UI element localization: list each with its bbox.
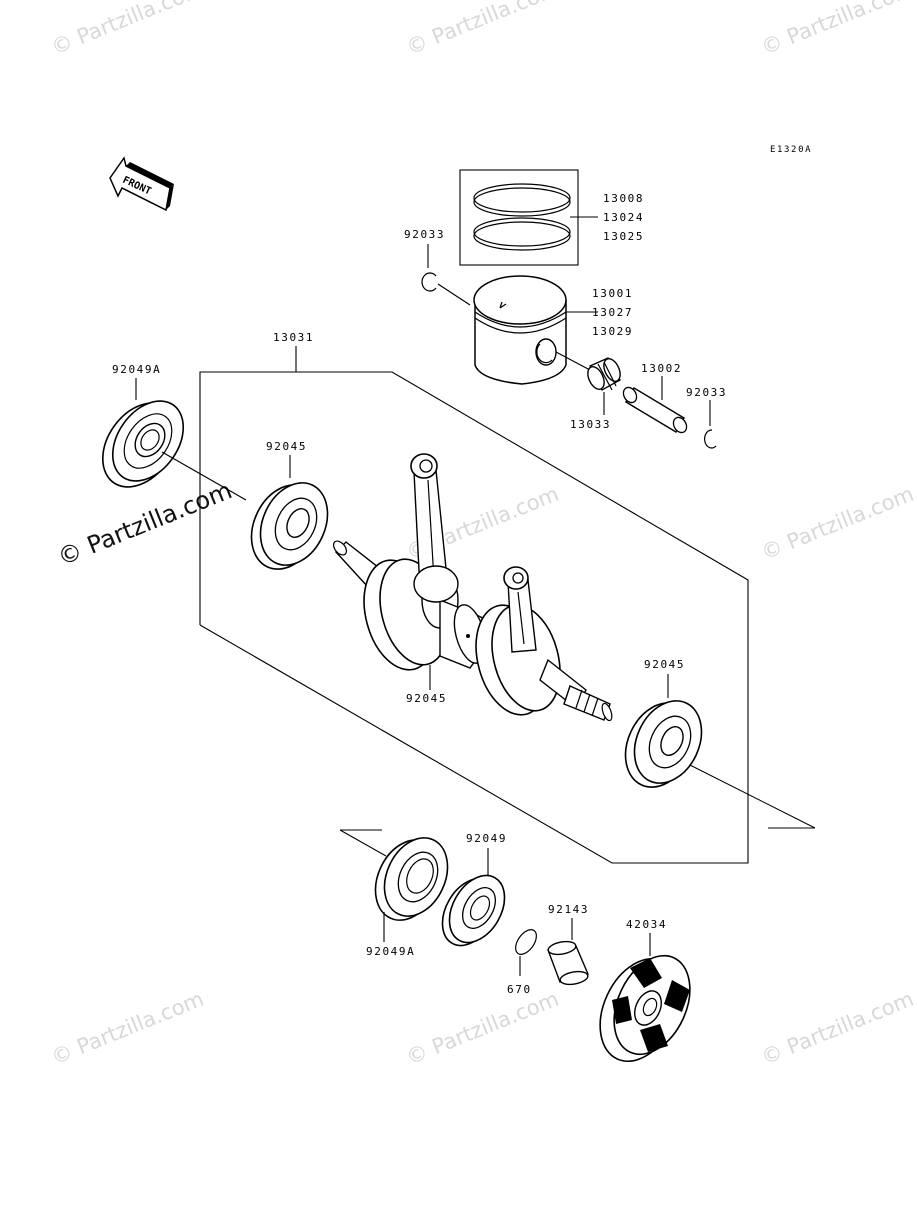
part-number-13031: 13031	[273, 331, 314, 344]
watermark: © Partzilla.com	[758, 987, 917, 1070]
collar-icon	[547, 940, 589, 986]
ball-bearing-icon	[624, 700, 703, 788]
part-number-13024: 13024	[603, 211, 644, 224]
part-number-670: 670	[507, 983, 532, 996]
watermark: © Partzilla.com	[48, 987, 207, 1070]
part-number-42034: 42034	[626, 918, 667, 931]
part-number-92045-center: 92045	[406, 692, 447, 705]
oil-seal-icon	[374, 837, 449, 921]
snap-ring-icon	[704, 429, 717, 449]
part-number-92049A-bottom: 92049A	[366, 945, 415, 958]
ball-bearing-icon	[250, 482, 329, 570]
part-number-92045-right: 92045	[644, 658, 685, 671]
watermark-large: © Partzilla.com	[54, 476, 236, 571]
watermark: © Partzilla.com	[758, 0, 917, 60]
coupling-icon	[599, 954, 691, 1063]
snap-ring-icon	[421, 272, 437, 292]
piston-icon	[473, 275, 567, 385]
crankshaft-icon	[332, 453, 613, 722]
crankshaft-assembly-outline	[199, 371, 749, 864]
part-number-13025: 13025	[603, 230, 644, 243]
piston-pin-icon	[622, 386, 688, 434]
o-ring-icon	[515, 929, 537, 955]
part-number-92045-left: 92045	[266, 440, 307, 453]
watermark: © Partzilla.com	[758, 482, 917, 565]
part-number-92033-right: 92033	[686, 386, 727, 399]
piston-ring-set	[459, 169, 598, 266]
diagram-code: E1320A	[770, 145, 812, 155]
part-number-92033-left: 92033	[404, 228, 445, 241]
part-number-13033: 13033	[570, 418, 611, 431]
part-number-13008: 13008	[603, 192, 644, 205]
part-number-92143: 92143	[548, 903, 589, 916]
part-number-13027: 13027	[592, 306, 633, 319]
needle-bearing-icon	[587, 357, 621, 391]
watermark: © Partzilla.com	[48, 0, 207, 60]
front-arrow-icon: FRONT	[109, 156, 174, 212]
oil-seal-icon	[102, 400, 185, 488]
part-number-92049A-top: 92049A	[112, 363, 161, 376]
oil-seal-icon	[441, 874, 506, 947]
part-number-13029: 13029	[592, 325, 633, 338]
watermark: © Partzilla.com	[403, 987, 562, 1070]
part-number-92049: 92049	[466, 832, 507, 845]
part-number-13001: 13001	[592, 287, 633, 300]
watermark: © Partzilla.com	[403, 0, 562, 60]
part-number-13002: 13002	[641, 362, 682, 375]
